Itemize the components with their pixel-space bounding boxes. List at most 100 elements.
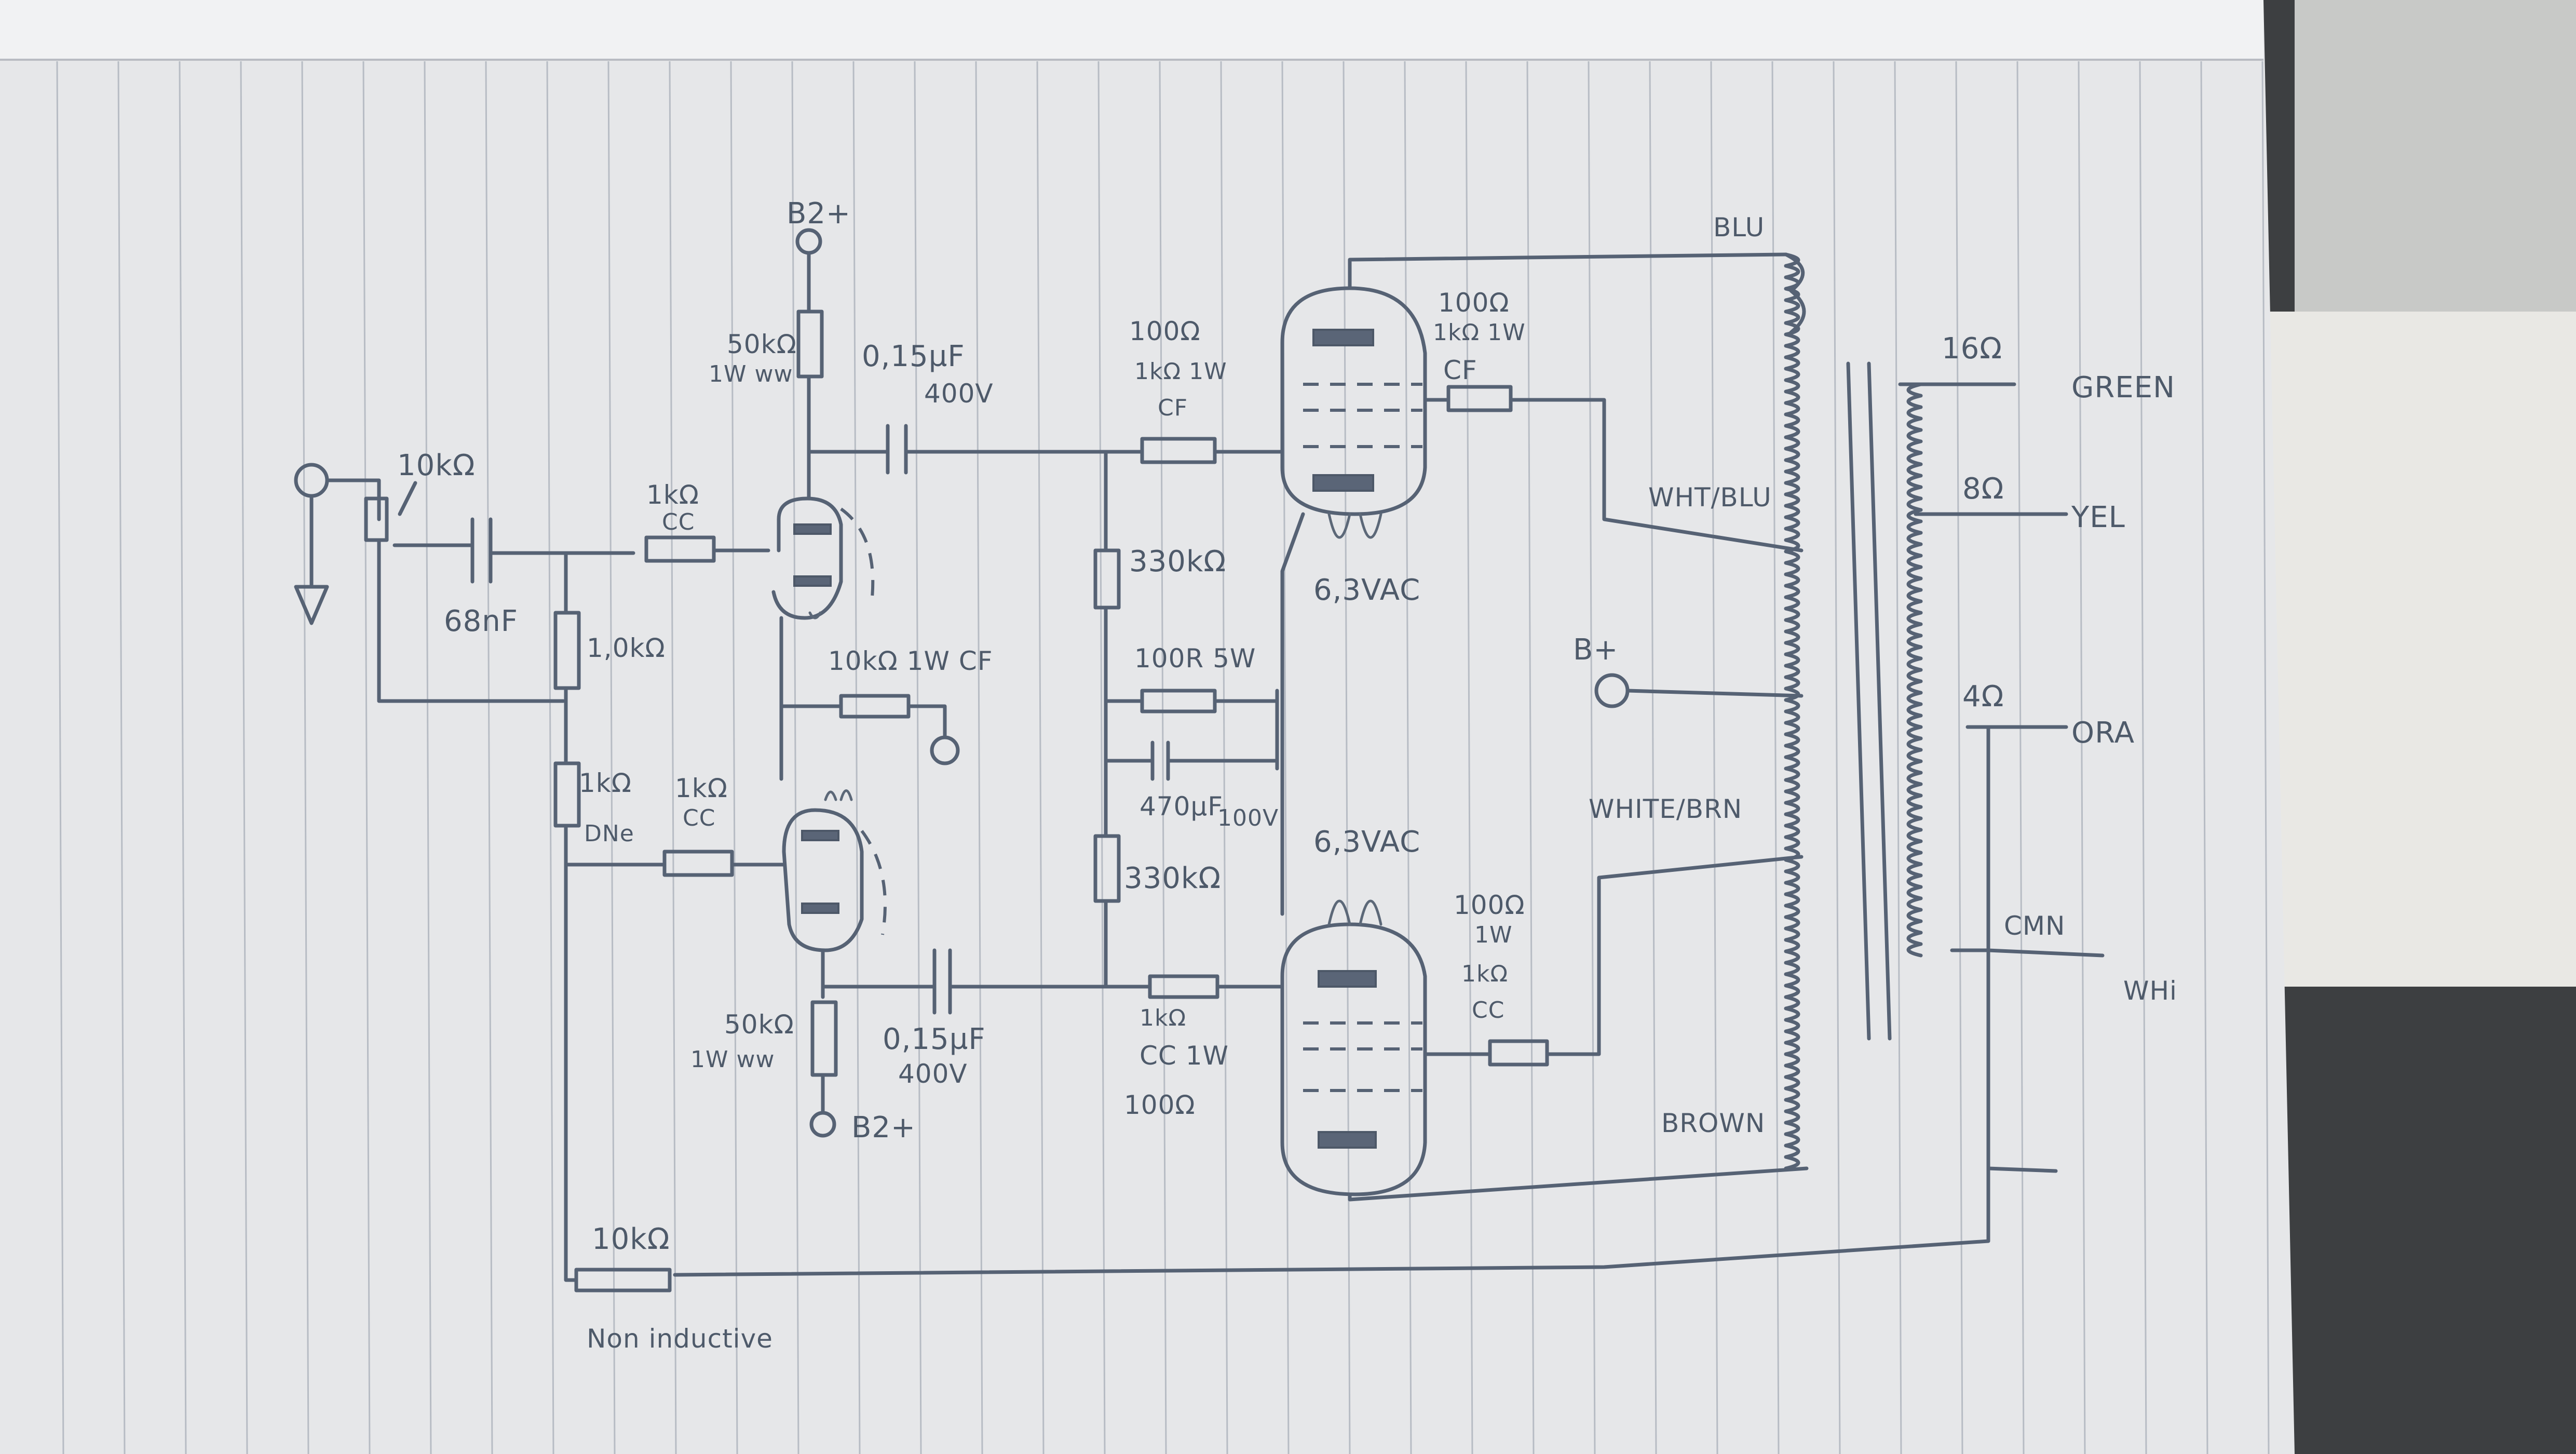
ruled-line [1220,61,1228,1454]
ruled-line [179,61,187,1454]
label-screen-bottom: 100Ω [1454,890,1525,920]
label-grid-stop-bot-note: 1kΩ [1140,1005,1186,1031]
label-tap-16: 16Ω [1942,332,2002,366]
ruled-line [975,61,983,1454]
notebook-cover [2253,312,2576,987]
label-couple-bottom-v: 400V [898,1059,968,1089]
label-tail-resistor-type: DNe [584,820,634,847]
label-grid-stop-1: 1kΩ [646,480,699,510]
ruled-line [485,61,493,1454]
ruled-line [546,61,554,1454]
label-b2-top: B2+ [787,197,851,231]
label-tap-8: 8Ω [1962,472,2004,506]
label-screen-bottom-w: 1W [1474,922,1513,948]
label-couple-top: 0,15µF [862,340,965,373]
label-feedback-note: Non inductive [587,1324,773,1354]
ruled-line [2261,61,2270,1454]
label-wire-brown: BROWN [1661,1108,1765,1138]
ruled-line [1894,61,1902,1454]
label-plate-bottom-type: 1W ww [690,1046,775,1073]
notebook-header [0,0,2263,60]
ruled-line [2078,61,2086,1454]
label-wire-yel: YEL [2071,501,2125,534]
ruled-line [852,61,861,1454]
label-bias-cap: 470µF [1140,791,1223,822]
label-wire-whi: WHi [2123,976,2177,1006]
label-wire-wht-blu: WHT/BLU [1648,482,1772,513]
ruled-line [1036,61,1045,1454]
label-b2-bottom: B2+ [851,1111,916,1145]
ruled-line [1097,61,1106,1454]
label-grid-leak: 1,0kΩ [587,633,666,663]
ruled-line [2139,61,2147,1454]
ruled-line [1710,61,1718,1454]
label-b-plus: B+ [1573,633,1618,667]
ruled-line [1343,61,1351,1454]
ruled-line [1833,61,1841,1454]
label-screen-bottom-note: 1kΩ [1461,961,1508,987]
label-tap-cmn: CMN [2004,911,2065,941]
ruled-line [1955,61,1963,1454]
transformer-coils [1784,252,1923,1170]
label-wire-ora: ORA [2071,716,2135,750]
ruled-line [362,61,371,1454]
label-plate-top-type: 1W ww [709,361,793,387]
label-couple-bottom: 0,15µF [883,1022,986,1056]
label-screen-top-type: CF [1443,355,1477,385]
label-bias-bottom: 330kΩ [1124,861,1221,895]
ruled-line [1526,61,1535,1454]
ruled-line [1281,61,1290,1454]
ruled-line [2200,61,2208,1454]
label-wire-white-brn: WHITE/BRN [1589,794,1742,824]
label-heater-top: 6,3VAC [1313,573,1420,607]
ruled-line [791,61,799,1454]
label-bias-top: 330kΩ [1129,545,1226,578]
label-plate-top: 50kΩ [727,329,797,359]
ruled-line [1465,61,1473,1454]
label-grid-stop-2-type: CC [683,805,715,831]
ruled-line [669,61,677,1454]
label-input-cap: 68nF [444,604,518,638]
ruled-line [424,61,432,1454]
ruled-line [1159,61,1167,1454]
label-bias-cathode: 100R 5W [1134,643,1256,674]
ruled-line [730,61,738,1454]
ruled-line [2016,61,2025,1454]
label-feedback-resistor: 10kΩ [592,1222,670,1256]
label-screen-top-note: 1kΩ 1W [1433,319,1526,346]
label-tap-4: 4Ω [1962,680,2004,713]
ruled-line [607,61,616,1454]
label-wire-green: GREEN [2071,371,2175,405]
ruled-line [117,61,126,1454]
ruled-line [1588,61,1596,1454]
label-grid-stop-top: 100Ω [1129,316,1201,346]
label-cathode-resistor: 10kΩ 1W CF [828,646,993,676]
ruled-line [1771,61,1780,1454]
ruled-line [1404,61,1412,1454]
ruled-line [240,61,248,1454]
label-couple-top-v: 400V [924,379,994,409]
notebook-page [0,0,2295,1454]
ruled-line [914,61,922,1454]
transformer-coil [1906,382,1923,958]
label-tail-resistor: 1kΩ [579,768,632,798]
label-screen-bottom-type: CC [1472,997,1504,1024]
label-grid-stop-top-note: 1kΩ 1W [1134,358,1227,385]
label-wire-blu: BLU [1713,212,1765,243]
schematic-labels: B2+ B2+ B+ 10kΩ 68nF 1kΩ CC 1,0kΩ 1kΩ DN… [397,197,2177,1354]
label-grid-stop-1-type: CC [662,509,695,535]
transformer-coil [1784,252,1800,1170]
label-heater-bottom: 6,3VAC [1313,825,1420,859]
ruled-lines [56,61,2270,1454]
label-input-pot: 10kΩ [397,449,475,482]
ruled-line [56,61,64,1454]
circuit-wires [294,228,2105,1293]
label-bias-cap-v: 100V [1217,805,1279,831]
label-plate-bottom: 50kΩ [724,1009,794,1040]
label-grid-stop-bot: 100Ω [1124,1090,1196,1120]
label-grid-stop-top-type: CF [1158,395,1188,421]
label-screen-top: 100Ω [1438,288,1510,318]
label-grid-stop-bot-type: CC 1W [1140,1041,1229,1071]
label-grid-stop-2: 1kΩ [675,773,728,803]
